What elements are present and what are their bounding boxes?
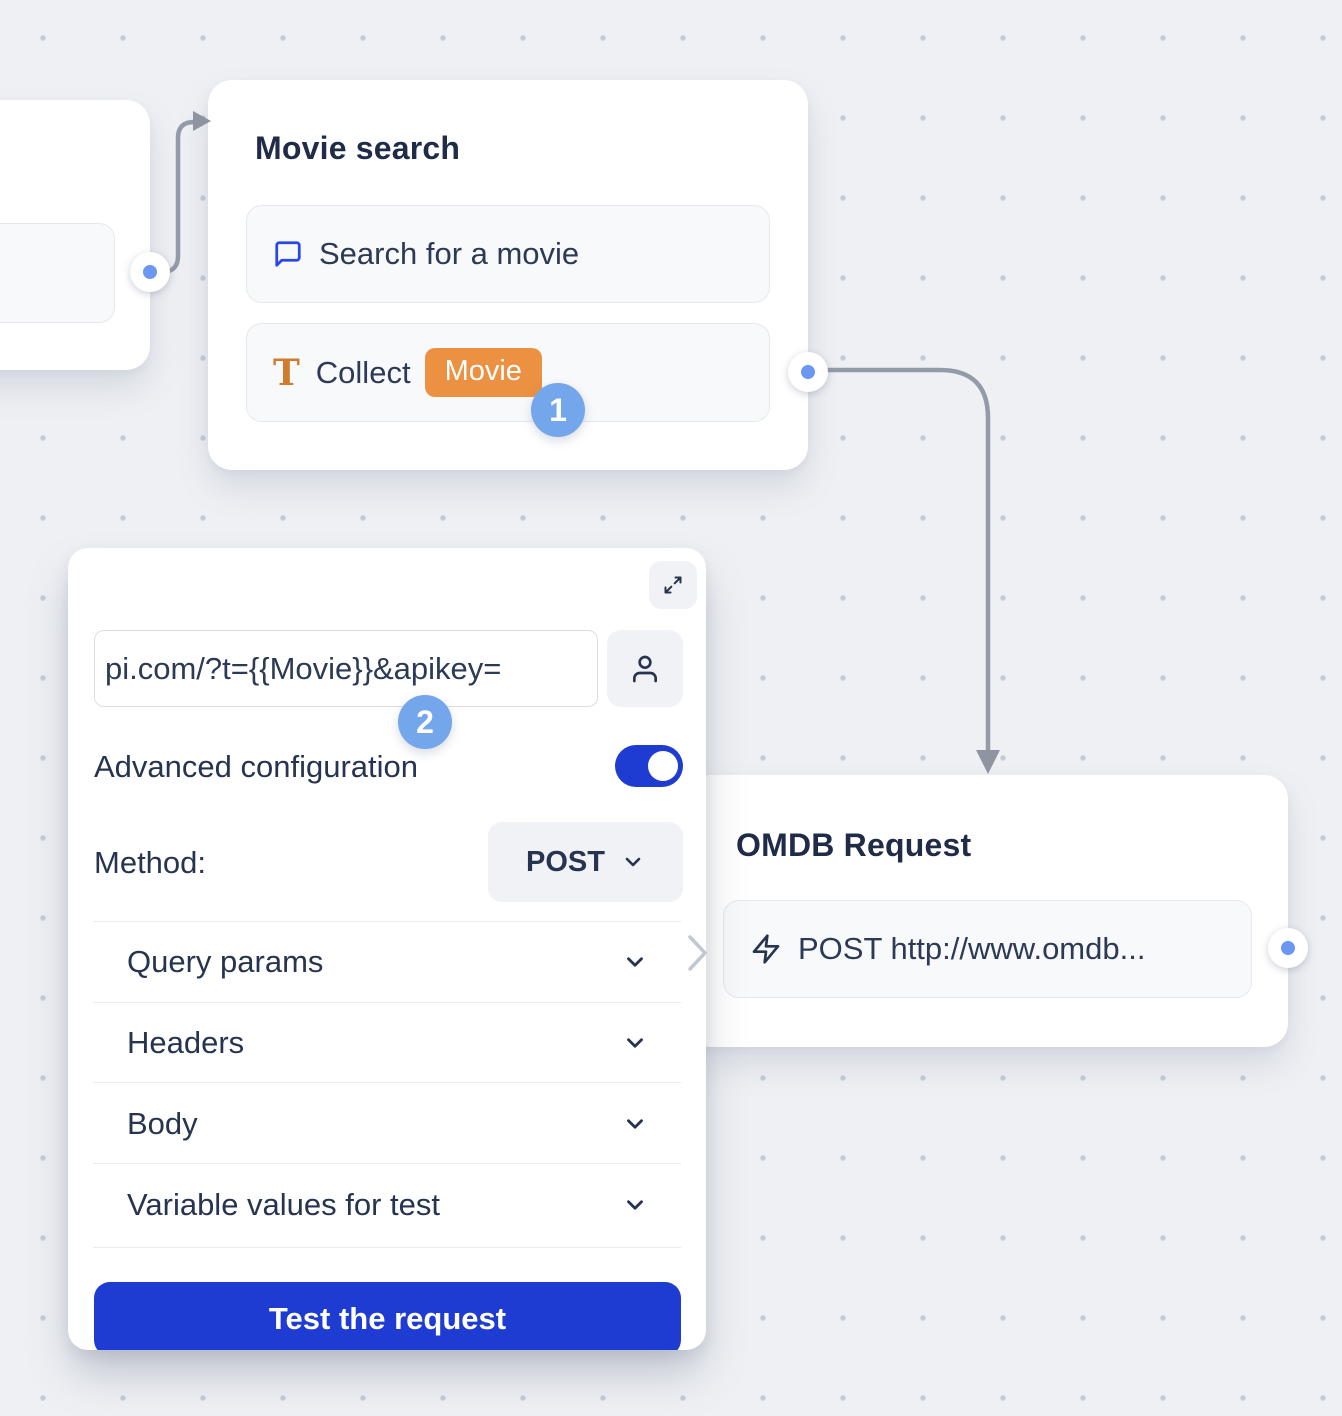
step-badge-1: 1: [531, 383, 585, 437]
divider: [93, 1002, 681, 1003]
omdb-request-summary: POST http://www.omdb...: [798, 931, 1146, 966]
divider: [93, 1247, 681, 1248]
method-value: POST: [526, 845, 605, 878]
partial-node-item[interactable]: [0, 223, 115, 323]
divider: [93, 921, 681, 922]
search-message-label: Search for a movie: [319, 236, 580, 271]
port-ring: [143, 265, 157, 279]
divider: [93, 1082, 681, 1083]
step-badge-2: 2: [398, 695, 452, 749]
divider: [93, 1163, 681, 1164]
chevron-down-icon: [622, 1030, 648, 1056]
method-dropdown[interactable]: POST: [488, 822, 683, 902]
request-url-input[interactable]: [94, 630, 598, 707]
section-query-params[interactable]: Query params: [68, 922, 706, 1002]
collect-movie-item[interactable]: T Collect Movie: [246, 323, 770, 422]
movie-search-title: Movie search: [255, 130, 461, 166]
movie-search-output-port[interactable]: [788, 352, 828, 392]
expand-panel-button[interactable]: [649, 561, 697, 609]
person-variable-button[interactable]: [607, 630, 683, 707]
movie-variable-tag[interactable]: Movie: [424, 348, 542, 397]
section-label: Query params: [127, 944, 324, 979]
chevron-down-icon: [622, 1111, 648, 1137]
section-label: Headers: [127, 1025, 245, 1060]
collect-label: Collect: [315, 354, 411, 390]
expand-icon: [663, 575, 683, 595]
chat-bubble-icon: [273, 239, 303, 269]
text-collect-icon: T: [273, 351, 300, 394]
section-headers[interactable]: Headers: [68, 1003, 706, 1083]
section-label: Variable values for test: [127, 1187, 441, 1222]
advanced-configuration-label: Advanced configuration: [94, 749, 419, 784]
section-variable-values[interactable]: Variable values for test: [68, 1165, 706, 1245]
omdb-request-node[interactable]: OMDB Request POST http://www.omdb...: [687, 775, 1288, 1047]
omdb-request-item[interactable]: POST http://www.omdb...: [723, 900, 1252, 998]
omdb-request-title: OMDB Request: [736, 827, 972, 863]
section-label: Body: [127, 1106, 198, 1141]
port-ring: [1281, 941, 1295, 955]
test-request-button[interactable]: Test the request: [94, 1282, 681, 1350]
omdb-output-port[interactable]: [1268, 928, 1308, 968]
chevron-down-icon: [622, 1192, 648, 1218]
section-body[interactable]: Body: [68, 1084, 706, 1164]
advanced-configuration-toggle[interactable]: [615, 745, 683, 787]
lightning-icon: [750, 933, 782, 965]
partial-node-card[interactable]: [0, 100, 150, 370]
toggle-knob: [648, 751, 678, 781]
search-message-item[interactable]: Search for a movie: [246, 205, 770, 303]
port-ring: [801, 365, 815, 379]
person-icon: [629, 653, 661, 685]
chevron-down-icon: [621, 850, 645, 874]
webhook-config-panel: Advanced configuration Method: POST Quer…: [68, 548, 706, 1350]
chevron-down-icon: [622, 949, 648, 975]
method-label: Method:: [94, 845, 207, 880]
movie-search-node[interactable]: Movie search Search for a movie T Collec…: [208, 80, 808, 470]
partial-node-output-port[interactable]: [130, 252, 170, 292]
